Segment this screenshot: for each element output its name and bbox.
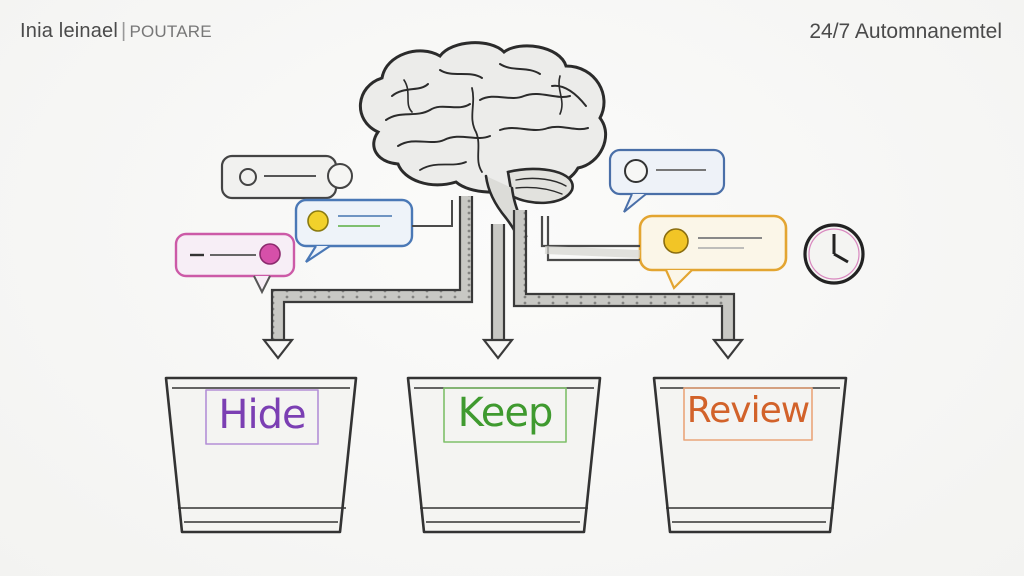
chat-bubble-5	[638, 214, 788, 290]
chat-bubble-2	[294, 198, 414, 263]
smiley-icon	[327, 163, 353, 189]
smiley-icon	[307, 210, 329, 232]
header-right-title: 24/7 Automnanemtel	[809, 20, 1002, 43]
pipe-center	[481, 224, 515, 360]
smiley-icon	[624, 159, 648, 183]
chat-bubble-3	[174, 232, 296, 295]
bin-hide	[164, 376, 358, 534]
header-left-title: Inia leinael	[20, 20, 119, 42]
bin-label-review: Review	[686, 390, 810, 431]
brain-icon	[359, 41, 607, 240]
header-left: Inia leinael|POUTARE	[20, 20, 212, 42]
clock-icon	[803, 223, 865, 285]
bin-label-keep: Keep	[457, 390, 554, 436]
header-left-subtitle: POUTARE	[129, 22, 212, 41]
chat-bubble-1	[220, 154, 353, 200]
bin-keep	[406, 376, 602, 534]
bin-label-hide: Hide	[218, 392, 306, 438]
bin-review	[652, 376, 848, 534]
pipe-right	[512, 210, 745, 360]
feed-pipe-left	[412, 200, 453, 227]
chat-bubble-4	[608, 148, 726, 213]
smiley-icon	[259, 243, 281, 265]
smiley-icon	[663, 228, 689, 254]
pipe-left	[261, 196, 474, 360]
feed-pipe-right	[540, 216, 641, 262]
